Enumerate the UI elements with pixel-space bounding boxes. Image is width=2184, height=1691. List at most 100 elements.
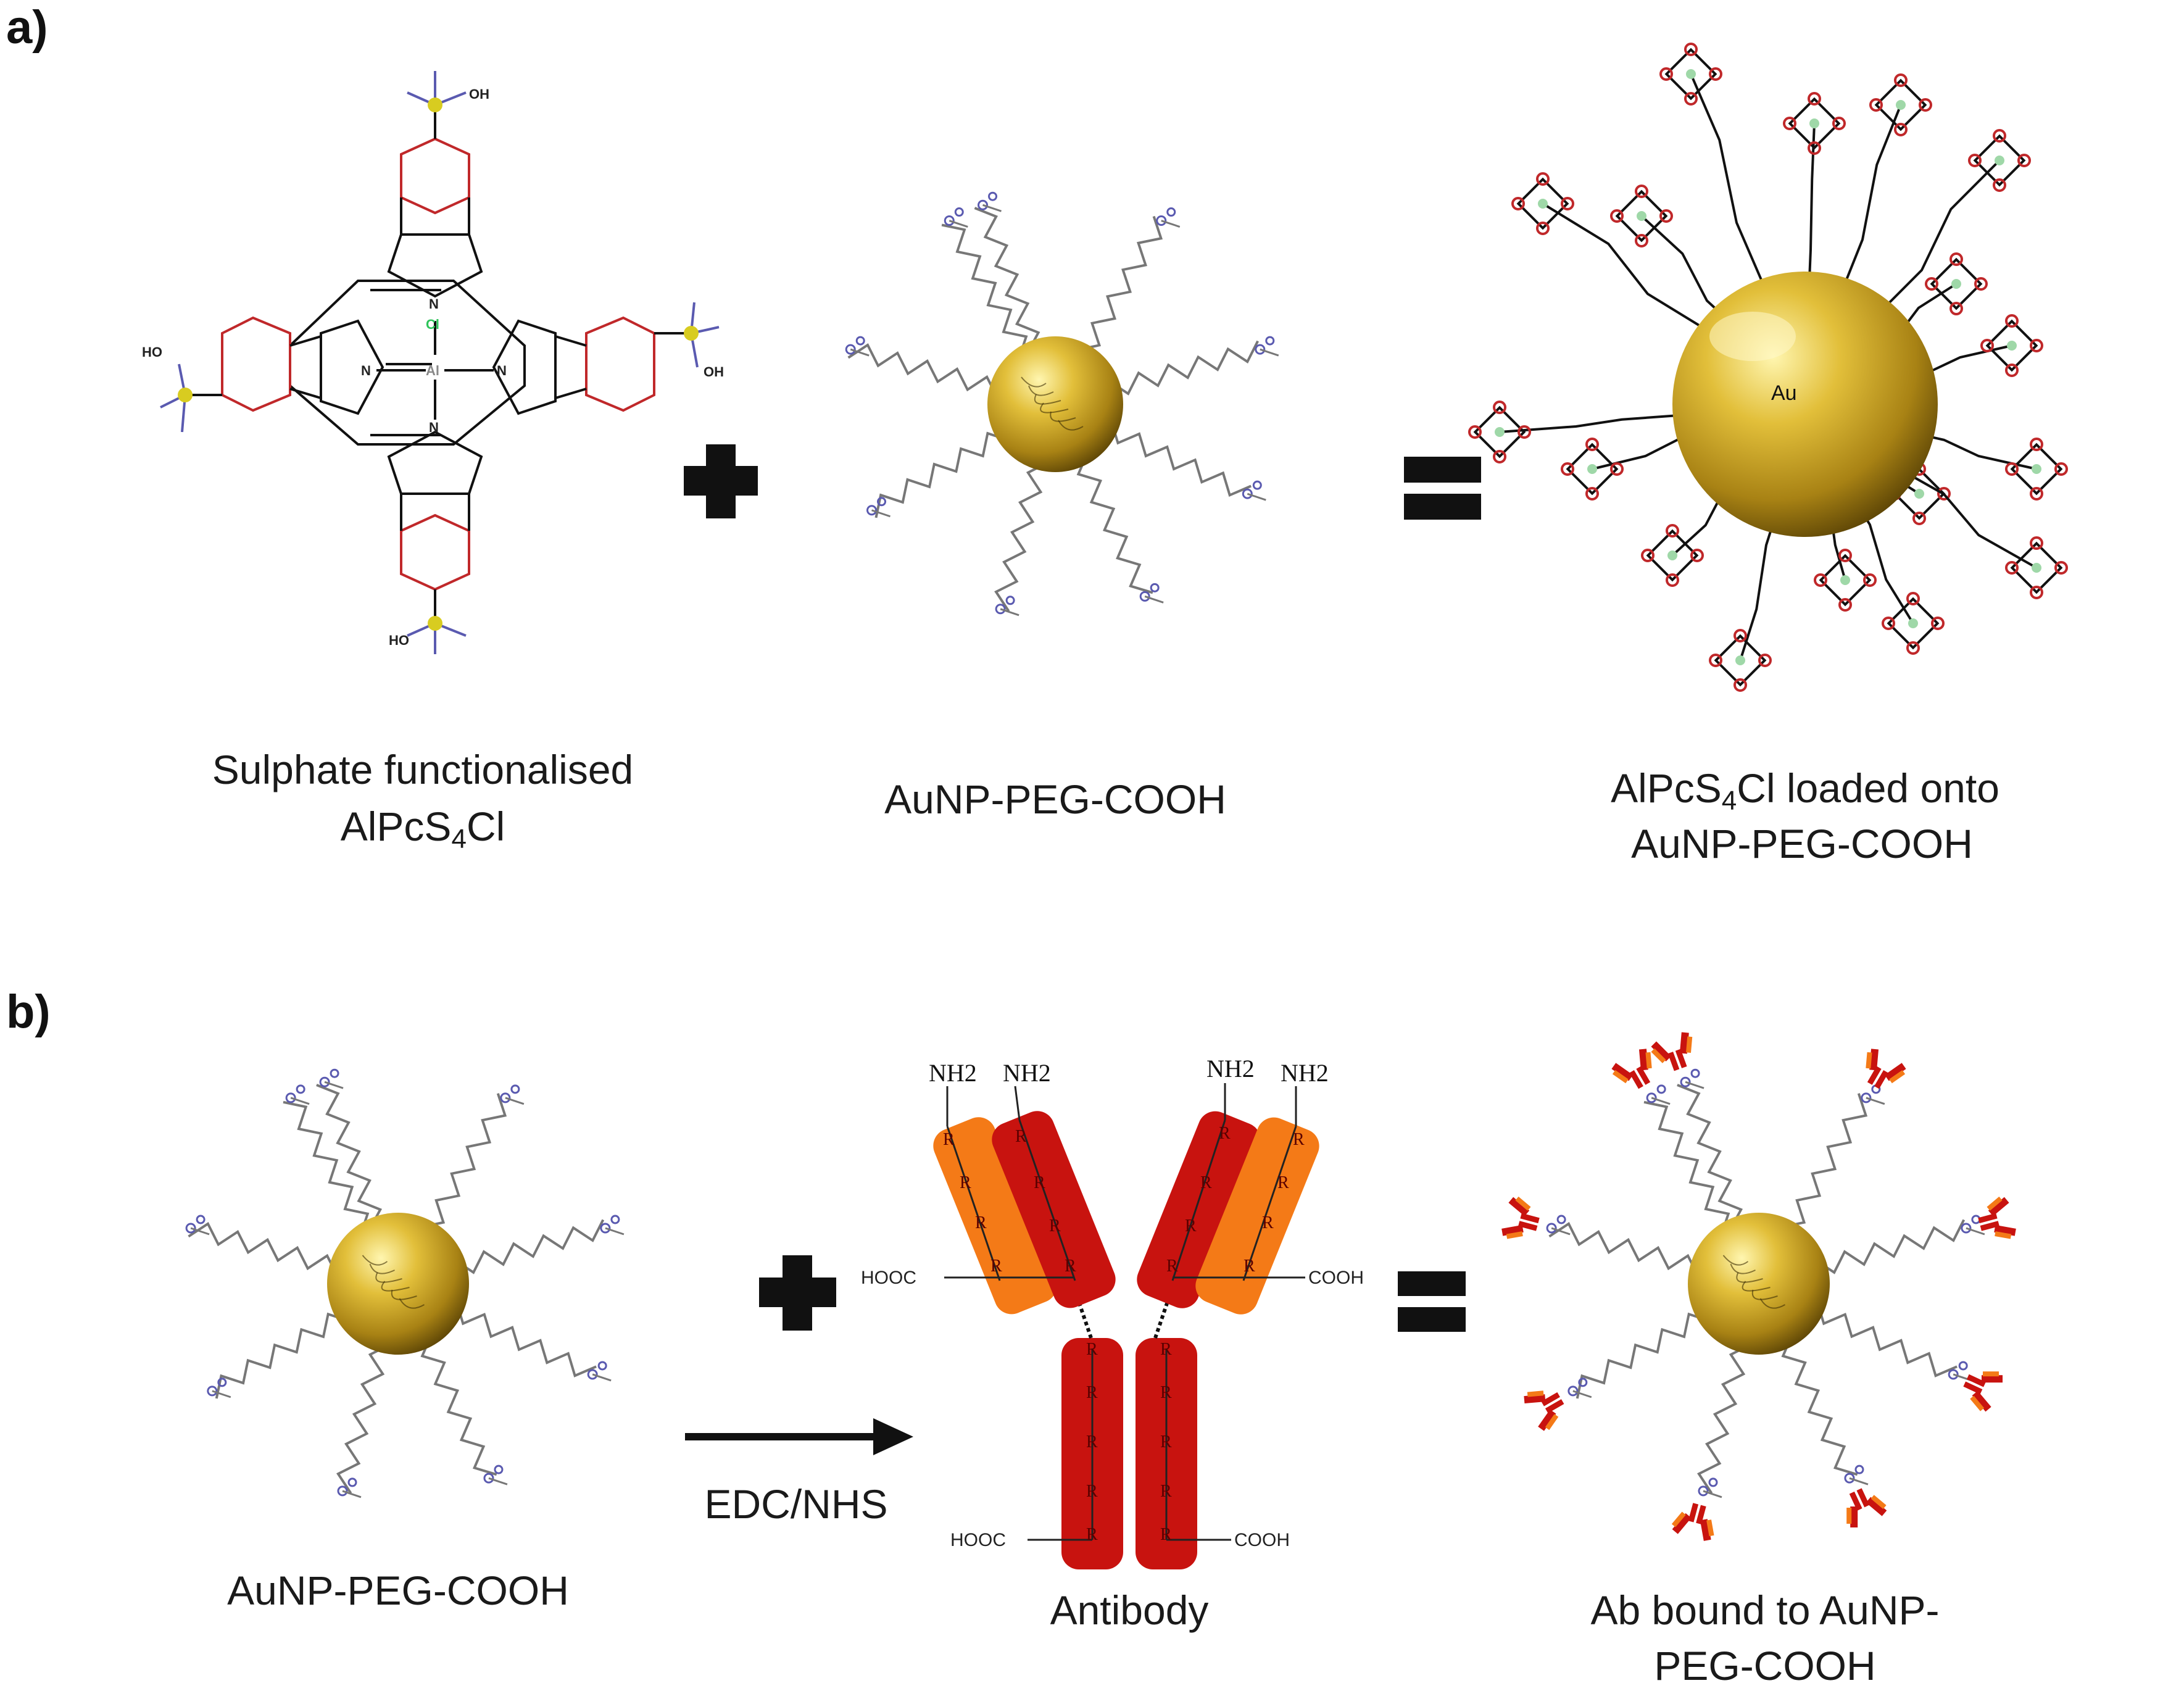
residue-label: R [1160,1340,1172,1359]
alpcs4cl-unit-icon [1659,43,1722,106]
carboxyl-oxygen [196,1215,206,1224]
carboxyl-oxygen [1150,583,1160,592]
alpcs4cl-unit-icon [2005,536,2068,599]
carboxyl-oxygen [845,344,856,355]
alpcs4cl-unit-icon [1814,549,1877,612]
alpcs4cl-unit-icon [1511,172,1574,235]
carboxyl-oxygen [1698,1485,1709,1497]
aunp-peg-cooh-particle-a [845,191,1279,617]
carboxyl-oxygen [1252,480,1262,490]
alpcs4cl-unit-icon [1610,185,1673,247]
peg-chain [994,461,1050,612]
carboxyl-oxygen [185,1223,196,1234]
amine-label-2: NH2 [1003,1059,1051,1087]
nitrogen-atom-bottom: N [429,420,439,435]
antibody-fab-heavy-right [1137,1111,1261,1308]
bound-antibody-icon [1846,1488,1887,1528]
residue-label: R [1244,1257,1255,1276]
carboxyl-oxygen [855,336,865,346]
residue-label: R [975,1213,987,1232]
antibody-bound-particle [1501,1032,2016,1541]
carboxyl-oxygen [1708,1477,1718,1487]
carboxyl-oxygen [500,1092,511,1103]
peg-chain [215,1312,351,1399]
carboxyl-oxygen [995,604,1006,615]
antibody: NH2 NH2 NH2 NH2 HOOC COOH HOOC COOH RRRR… [861,1055,1364,1569]
peg-chain [1076,215,1163,351]
reaction-arrow [685,1418,913,1455]
carboxyl-oxygen [1265,336,1275,346]
bound-antibody-icon [1671,1503,1714,1541]
nitrogen-atom-top: N [429,296,439,312]
alpcs4cl-unit-icon [1561,438,1624,501]
peg-chain [1781,1093,1868,1229]
carboxyl-oxygen [1156,215,1167,226]
carboxyl-oxygen [1255,344,1266,355]
panel-a-label: a) [6,1,48,54]
acid-label-right-lower: COOH [1234,1530,1290,1550]
carboxyl-oxygen [1546,1223,1557,1234]
residue-label: R [943,1130,955,1149]
loaded-particle: Au [1468,43,2068,692]
carboxyl-oxygen [1242,488,1253,499]
peg-chain [336,1343,392,1494]
alpcs4cl-unit-icon [2005,438,2068,501]
alpcs4cl-unit-icon [1783,92,1846,155]
residue-label: R [1219,1124,1231,1143]
peg-chain [316,1084,383,1231]
plus-sign-a [684,444,758,518]
alpcs4cl-unit-icon [1641,524,1704,587]
alpcs4cl-unit-icon [1925,252,1988,315]
peg-chain [1781,1334,1858,1476]
residue-label: R [1293,1130,1305,1149]
carboxyl-oxygen [597,1361,607,1371]
peg-chain [847,343,999,399]
bound-antibody-icon [1524,1390,1564,1431]
carboxyl-oxygen [610,1215,620,1224]
carboxyl-oxygen [285,1092,296,1103]
antibody-fab-heavy-left [992,1111,1116,1308]
carboxyl-oxygen [1948,1369,1959,1380]
residue-label: R [1034,1173,1045,1192]
carboxyl-oxygen [978,199,989,210]
residue-label: R [1160,1525,1172,1544]
loaded-caption-line1: AlPcS4Cl loaded onto [1611,765,1999,816]
carboxyl-oxygen [347,1477,357,1487]
peg-chain [1076,452,1153,594]
residue-label: R [1166,1257,1178,1276]
peg-chain [1814,1219,1966,1274]
alpcs4cl-unit-icon [1869,73,1932,136]
residue-label: R [1086,1432,1098,1452]
carboxyl-oxygen [944,215,955,226]
antibody-light-chain-right [1195,1117,1319,1315]
peg-chain [188,1221,339,1278]
peg-chain [453,1219,605,1274]
residue-label: R [1200,1173,1212,1192]
peg-chain [1576,1312,1711,1399]
chlorine-atom: Cl [426,317,439,332]
carboxyl-oxygen [483,1473,494,1484]
peg-chain [941,223,1028,359]
hydroxyl-right: OH [704,364,724,380]
carboxyl-oxygen [337,1485,348,1497]
bound-antibody-icon [1501,1196,1540,1239]
peg-chain [1110,420,1252,497]
residue-label: R [1277,1173,1289,1192]
residue-label: R [960,1173,971,1192]
carboxyl-oxygen [1646,1092,1657,1103]
carboxyl-oxygen [1656,1084,1666,1094]
bound-antibody-icon [1866,1049,1906,1089]
acid-label-right-upper: COOH [1308,1268,1364,1288]
peg-chain [1696,1343,1753,1494]
aunp-peg-cooh-particle-b [185,1068,625,1498]
result-caption-line2: PEG-COOH [1654,1643,1875,1689]
residue-label: R [990,1257,1002,1276]
antibody-caption: Antibody [1050,1587,1209,1633]
carboxyl-oxygen [1690,1068,1700,1078]
amine-label-4: NH2 [1281,1059,1329,1087]
hydroxyl-bottom: HO [389,633,409,648]
peg-chain [455,1301,597,1377]
amine-label-1: NH2 [929,1059,977,1087]
carboxyl-oxygen [217,1377,227,1387]
bound-antibody-icon [1611,1049,1652,1089]
